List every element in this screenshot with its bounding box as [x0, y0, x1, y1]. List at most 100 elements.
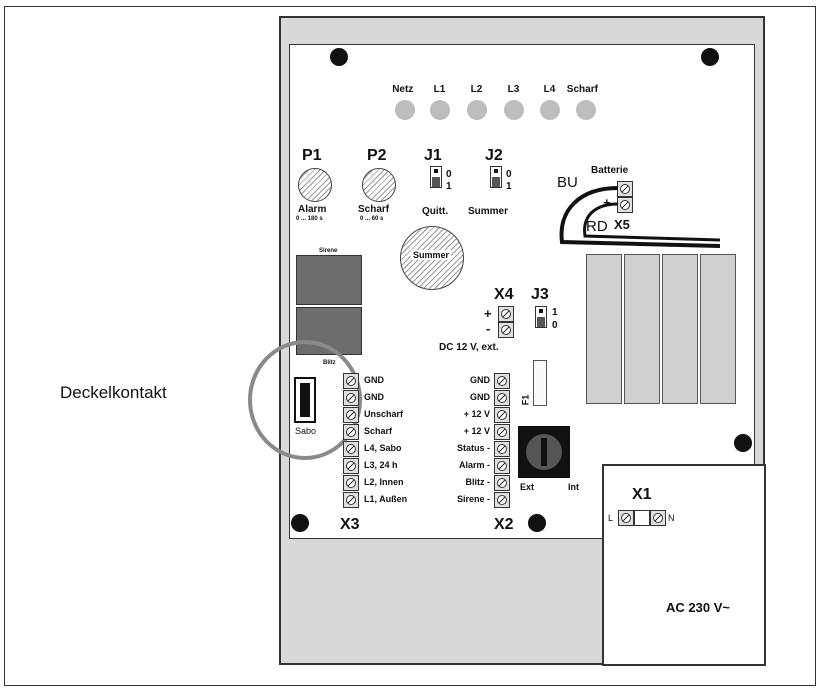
j2-label: Summer [468, 206, 509, 217]
j2-jumper[interactable] [490, 166, 502, 188]
x2-terminal[interactable] [494, 407, 510, 423]
x3-terminal-label: GND [364, 375, 384, 385]
x3-terminal-label: GND [364, 392, 384, 402]
deckelkontakt-label: Deckelkontakt [60, 383, 167, 402]
p2-id: P2 [367, 147, 387, 164]
led-label: Netz [392, 84, 414, 95]
x2-terminal-label: + 12 V [463, 426, 490, 436]
battery-slot [662, 254, 698, 404]
x4-caption: DC 12 V, ext. [439, 342, 499, 353]
x1-n-label: N [668, 513, 675, 523]
x3-id: X3 [340, 516, 360, 533]
x1-voltage: AC 230 V~ [666, 600, 730, 615]
p1-potentiometer[interactable] [298, 168, 332, 202]
x3-terminal-label: Scharf [364, 426, 393, 436]
x4-minus: - [486, 321, 491, 336]
buzzer-label: Summer [411, 250, 452, 260]
x2-terminal-label: Alarm - [458, 460, 490, 470]
x3-terminal-label: L2, Innen [364, 477, 404, 487]
led-indicator [540, 100, 560, 120]
x2-terminal[interactable] [494, 424, 510, 440]
x2-terminal[interactable] [494, 458, 510, 474]
battery-wires [559, 186, 721, 248]
led-label: L2 [470, 84, 483, 95]
p1-label: Alarm [298, 204, 327, 215]
led-indicator [504, 100, 524, 120]
switch-ext-label: Ext [520, 482, 535, 492]
j1-jumper[interactable] [430, 166, 442, 188]
x3-terminal[interactable] [343, 492, 359, 508]
x2-terminal-label: GND [470, 375, 490, 385]
x2-terminal-label: Status - [456, 443, 490, 453]
led-label: Scharf [566, 84, 598, 95]
x3-terminal[interactable] [343, 458, 359, 474]
p1-range: 0 ... 180 s [296, 216, 323, 222]
j2-id: J2 [485, 147, 503, 164]
x4-plus: + [484, 306, 492, 321]
led-label: L3 [507, 84, 520, 95]
j3-jumper[interactable] [535, 306, 547, 328]
tamper-callout-circle [248, 340, 362, 460]
j1-pos1: 1 [446, 181, 452, 192]
p2-potentiometer[interactable] [362, 168, 396, 202]
siren-output-block [296, 255, 362, 305]
x1-id: X1 [632, 486, 652, 503]
fuse [533, 360, 547, 406]
tamper-switch [294, 377, 316, 423]
x3-terminal-label: L3, 24 h [364, 460, 398, 470]
j1-id: J1 [424, 147, 442, 164]
x2-terminal[interactable] [494, 475, 510, 491]
x1-n-terminal[interactable] [650, 510, 666, 526]
rd-label: RD [586, 218, 608, 235]
x1-l-terminal[interactable] [618, 510, 634, 526]
fuse-label: F1 [520, 394, 531, 406]
battery-slot [700, 254, 736, 404]
battery-slot [586, 254, 622, 404]
x2-terminal[interactable] [494, 373, 510, 389]
siren-block-label: Sirene [319, 248, 338, 254]
mount-hole [528, 514, 546, 532]
x2-id: X2 [494, 516, 514, 533]
x3-terminal[interactable] [343, 390, 359, 406]
led-indicator [576, 100, 596, 120]
tamper-label: Sabo [295, 426, 317, 436]
mount-hole [734, 434, 752, 452]
x5-label: X5 [614, 217, 630, 232]
x3-terminal[interactable] [343, 373, 359, 389]
x3-terminal[interactable] [343, 407, 359, 423]
battery-slot [624, 254, 660, 404]
x4-minus-terminal[interactable] [498, 322, 514, 338]
x2-terminal[interactable] [494, 441, 510, 457]
mount-hole [330, 48, 348, 66]
x3-terminal[interactable] [343, 424, 359, 440]
x4-id: X4 [494, 286, 514, 303]
p2-label: Scharf [358, 204, 390, 215]
p1-id: P1 [302, 147, 322, 164]
x4-plus-terminal[interactable] [498, 306, 514, 322]
diagram-frame [4, 6, 816, 686]
mount-hole [701, 48, 719, 66]
x2-terminal-label: Sirene - [456, 494, 490, 504]
x3-terminal[interactable] [343, 441, 359, 457]
p2-range: 0 ... 60 s [360, 216, 384, 222]
switch-int-label: Int [568, 482, 579, 492]
bu-label: BU [557, 174, 578, 191]
battery-title: Batterie [591, 165, 629, 176]
led-label: L1 [433, 84, 446, 95]
flash-block-label: Blitz [323, 360, 336, 366]
ext-int-switch[interactable] [518, 426, 570, 478]
x2-terminal[interactable] [494, 390, 510, 406]
battery-minus-terminal[interactable] [617, 181, 633, 197]
led-indicator [395, 100, 415, 120]
x2-terminal[interactable] [494, 492, 510, 508]
x2-terminal-label: GND [470, 392, 490, 402]
j3-pos0: 0 [552, 320, 558, 331]
led-indicator [467, 100, 487, 120]
x1-separator [634, 510, 650, 526]
mount-hole [291, 514, 309, 532]
x3-terminal[interactable] [343, 475, 359, 491]
x1-compartment [602, 464, 766, 666]
j3-pos1: 1 [552, 307, 558, 318]
x3-terminal-label: Unscharf [364, 409, 404, 419]
j1-pos0: 0 [446, 169, 452, 180]
